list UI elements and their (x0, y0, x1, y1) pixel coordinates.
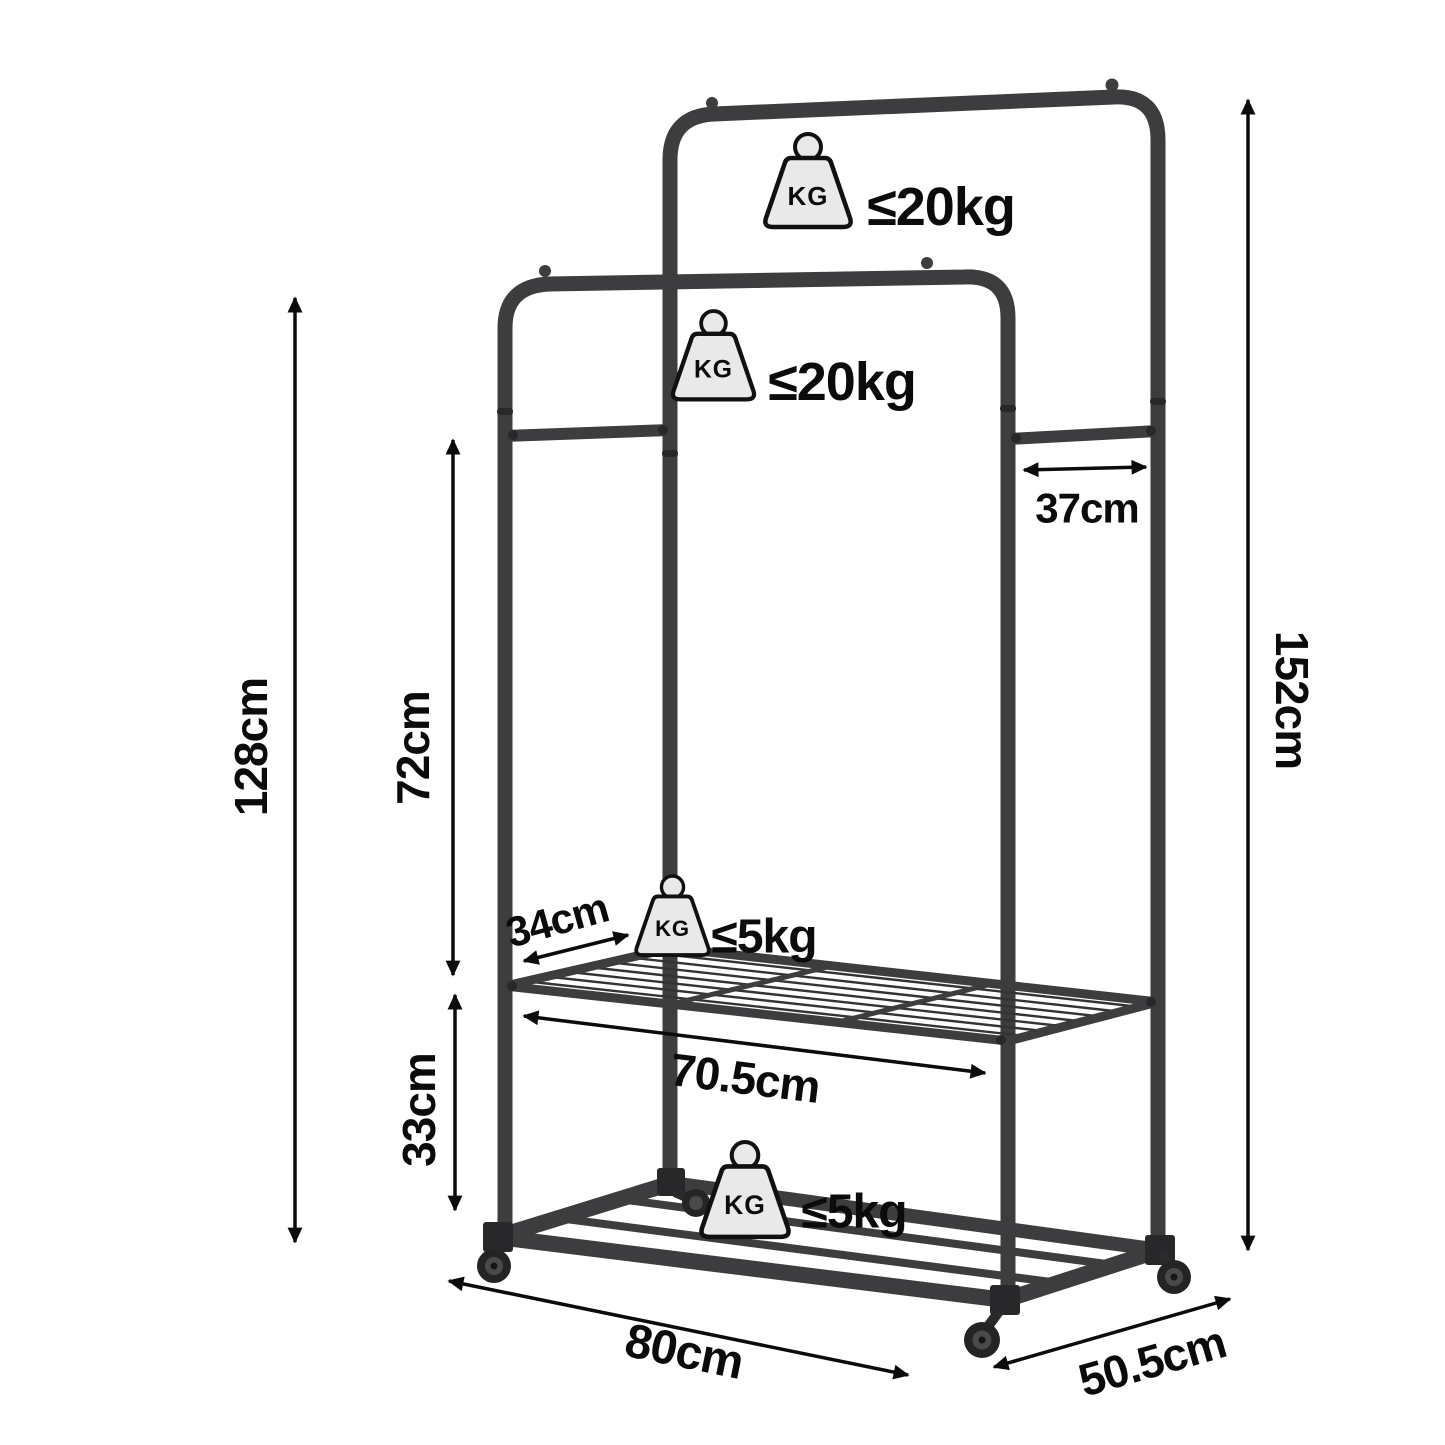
shelf-mesh-wire (588, 965, 1084, 1023)
dim-base-length: 80cm (447, 1276, 910, 1390)
caster-wheel-rear-left (672, 1187, 710, 1217)
shelf-bolt (996, 1035, 1006, 1045)
dim-side-rail-gap: 37cm (1022, 459, 1148, 532)
kg-badge-text: KG (724, 1190, 766, 1220)
shelf-mesh-cross-wire (670, 963, 833, 1007)
kg-badge-text: KG (694, 356, 733, 383)
weight-limit-shelf: ≤5kg (711, 911, 816, 964)
kg-weight-icon-base: KG (701, 1142, 788, 1237)
right-connector-bar (1007, 425, 1159, 445)
kg-weight-icon-rear-rail: KG (765, 134, 850, 227)
kg-weight-icon-shelf: KG (634, 874, 711, 957)
shelf-mesh-wire (650, 951, 1140, 1009)
shelf-mesh-wire (609, 961, 1102, 1018)
dim-rail-to-shelf: 72cm (387, 438, 461, 977)
label-shelf-to-base: 33cm (393, 1053, 445, 1167)
label-rail-to-shelf: 72cm (387, 691, 439, 805)
dim-base-depth: 50.5cm (992, 1295, 1232, 1407)
middle-shelf (504, 943, 1160, 1046)
capacity-annotations: KG ≤20kg KG ≤20kg KG ≤5kg KG ≤5kg (634, 134, 1016, 1239)
kg-weight-icon-front-rail: KG (673, 311, 754, 399)
connector-bolt (1011, 433, 1021, 443)
base-left-rail (494, 1175, 675, 1245)
kg-badge-text: KG (655, 916, 690, 941)
shelf-front-rail (504, 981, 1009, 1046)
shelf-bolt (507, 981, 517, 991)
dim-front-rail-height: 128cm (225, 296, 303, 1244)
rear-frame-tube (662, 89, 1166, 1252)
base-corner-block (483, 1222, 513, 1252)
front-frame-tube (497, 269, 1016, 1300)
dim-shelf-to-base: 33cm (393, 993, 463, 1212)
connector-bolt (658, 425, 668, 435)
dim-shelf-depth: 34cm (501, 884, 630, 965)
weight-limit-base: ≤5kg (801, 1186, 906, 1239)
dimension-annotations: 128cm 152cm 72cm 33cm 37cm 34cm 70.5cm (225, 98, 1318, 1407)
shelf-mesh-wire (630, 956, 1121, 1013)
base-inner-tube (557, 1214, 1060, 1287)
label-shelf-length: 70.5cm (667, 1043, 822, 1113)
caster-wheel-front-right (964, 1307, 1005, 1358)
rail-cap-nub (1105, 78, 1119, 92)
connector-bolt (1146, 426, 1156, 436)
left-connector-bar (504, 424, 671, 442)
caster-wheel-front-left (477, 1246, 511, 1283)
rail-cap-nub (921, 257, 933, 269)
tube-joint-seam (1150, 398, 1166, 405)
label-base-length: 80cm (621, 1314, 748, 1390)
label-shelf-depth: 34cm (501, 884, 613, 957)
label-front-rail-height: 128cm (225, 678, 277, 816)
front-rail-frame (497, 257, 1016, 1300)
tube-joint-seam (662, 450, 678, 457)
kg-badge-text: KG (788, 181, 829, 211)
label-overall-height: 152cm (1266, 631, 1318, 769)
label-side-rail-gap: 37cm (1035, 485, 1138, 532)
base-right-rail (1002, 1242, 1163, 1308)
shelf-mesh-wire (525, 980, 1027, 1038)
rack-structure (477, 78, 1191, 1358)
label-base-depth: 50.5cm (1073, 1315, 1232, 1406)
rail-cap-nub (539, 265, 551, 277)
rail-cap-nub (706, 97, 718, 109)
shelf-mesh (525, 951, 1140, 1038)
weight-limit-front-rail: ≤20kg (768, 352, 916, 412)
dim-overall-height: 152cm (1240, 98, 1318, 1252)
connector-bolt (508, 430, 518, 440)
side-connectors (504, 424, 1159, 445)
rear-rail-frame (662, 78, 1166, 1252)
base-front-rail (496, 1229, 1006, 1308)
shelf-right-rail (1006, 997, 1160, 1046)
shelf-bolt (1146, 997, 1156, 1007)
tube-joint-seam (1000, 405, 1016, 412)
shelf-rear-rail (671, 943, 1159, 1007)
weight-limit-rear-rail: ≤20kg (867, 177, 1015, 237)
caster-wheel-rear-right (1157, 1249, 1191, 1294)
tube-joint-seam (497, 408, 513, 415)
